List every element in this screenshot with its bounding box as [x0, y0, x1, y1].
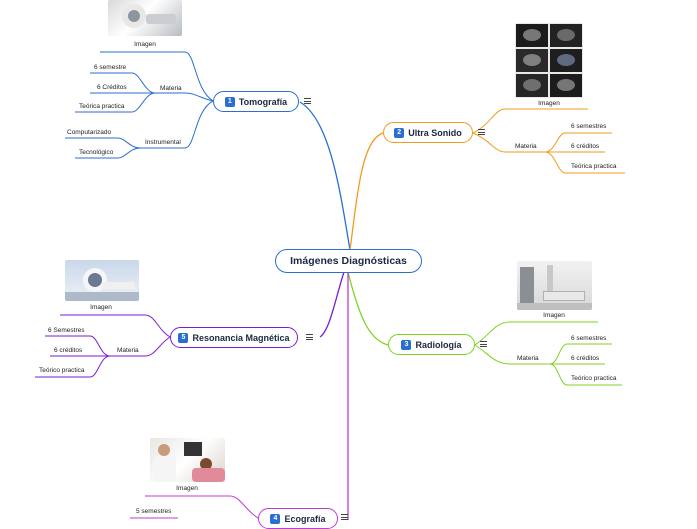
leaf-creditos: 6 créditos	[54, 347, 83, 354]
leaf-semestre: 6 semestres	[571, 335, 607, 342]
topic-tomografia[interactable]: 1 Tomografía	[213, 91, 299, 112]
topic-ultra-sonido[interactable]: 2 Ultra Sonido	[383, 122, 473, 143]
leaf-semestre: 6 semestre	[94, 64, 127, 71]
menu-icon[interactable]	[304, 98, 311, 104]
topic-resonancia-magnetica[interactable]: 5 Resonancia Magnética	[170, 327, 298, 348]
topic-label: Tomografía	[238, 96, 288, 107]
photo-thumbnail	[108, 0, 182, 36]
connector-ultrasonido	[349, 132, 384, 251]
topic-radiologia[interactable]: 3 Radiología	[388, 334, 475, 355]
central-topic-label: Imágenes Diagnósticas	[290, 255, 407, 267]
leaf-semestre: 6 semestres	[571, 123, 607, 130]
connector-resonancia	[319, 271, 345, 338]
menu-icon[interactable]	[306, 334, 313, 340]
leaf-materia: Materia	[515, 143, 537, 150]
central-topic[interactable]: Imágenes Diagnósticas	[275, 249, 422, 273]
topic-label: Ecografía	[284, 513, 326, 524]
leaf-computarizado: Computarizado	[67, 129, 112, 136]
leaf-tipo: Teórica practica	[571, 163, 617, 170]
leaf-tipo: Teórica practica	[79, 103, 125, 110]
leaf-tipo: Teórico practica	[571, 375, 617, 382]
photo-thumbnail	[517, 261, 592, 310]
topic-number-badge: 1	[224, 96, 235, 107]
leaf-semestre: 5 semestres	[136, 508, 172, 515]
leaf-imagen: Imagen	[538, 100, 560, 107]
leaf-semestre: 6 Semestres	[48, 327, 85, 334]
leaf-materia: Materia	[517, 355, 539, 362]
leaf-imagen: Imagen	[176, 485, 198, 492]
topic-number-badge: 4	[270, 513, 281, 524]
topic-number-badge: 5	[178, 332, 189, 343]
leaf-materia: Materia	[160, 85, 182, 92]
leaf-creditos: 6 créditos	[571, 143, 600, 150]
leaf-materia: Materia	[117, 347, 139, 354]
leaf-instrumental: Instrumental	[145, 139, 181, 146]
topic-label: Resonancia Magnética	[192, 332, 290, 343]
leaf-imagen: Imagen	[90, 304, 112, 311]
photo-thumbnail	[150, 438, 225, 482]
topic-label: Radiología	[415, 339, 462, 350]
photo-thumbnail	[515, 23, 583, 98]
photo-thumbnail	[65, 260, 139, 301]
connector-tomografia	[299, 101, 351, 251]
topic-number-badge: 2	[394, 127, 405, 138]
connector-radiologia	[347, 271, 389, 346]
leaf-imagen: Imagen	[543, 312, 565, 319]
menu-icon[interactable]	[478, 129, 485, 135]
leaf-tecnologico: Tecnológico	[79, 149, 114, 156]
topic-label: Ultra Sonido	[408, 127, 462, 138]
topic-number-badge: 3	[401, 339, 412, 350]
leaf-creditos: 6 créditos	[571, 355, 600, 362]
topic-ecografia[interactable]: 4 Ecografía	[258, 508, 338, 529]
menu-icon[interactable]	[480, 341, 487, 347]
menu-icon[interactable]	[341, 514, 348, 520]
leaf-tipo: Teórico practica	[39, 367, 85, 374]
leaf-creditos: 6 Créditos	[97, 84, 127, 91]
leaf-imagen: Imagen	[134, 41, 156, 48]
